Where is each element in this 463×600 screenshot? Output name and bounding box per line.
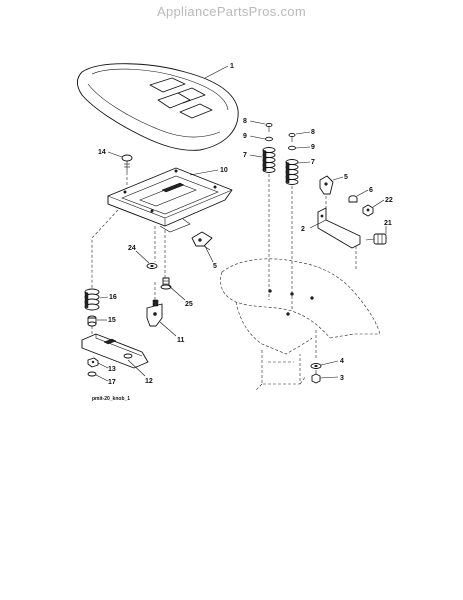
callout-9-left: 9: [243, 133, 247, 140]
callout-11: 11: [177, 337, 185, 344]
callout-12: 12: [145, 378, 153, 385]
washer-24[interactable]: [146, 263, 158, 269]
bolt-8-left[interactable]: [265, 122, 273, 132]
spring-16[interactable]: [84, 288, 100, 311]
washer-6[interactable]: [348, 195, 358, 203]
callout-10: 10: [220, 167, 228, 174]
callout-7-right: 7: [311, 159, 315, 166]
callout-13: 13: [108, 366, 116, 373]
screw-14[interactable]: [121, 154, 133, 172]
site-watermark: AppliancePartsPros.com: [157, 4, 306, 19]
callout-16: 16: [109, 294, 117, 301]
bolt-8-right[interactable]: [288, 132, 296, 142]
callout-2: 2: [301, 226, 305, 233]
washer-17[interactable]: [87, 371, 97, 377]
callout-15: 15: [108, 317, 116, 324]
callout-6: 6: [369, 187, 373, 194]
seat-pan-10[interactable]: [107, 167, 233, 233]
callout-4: 4: [340, 358, 344, 365]
callout-7-left: 7: [243, 152, 247, 159]
callout-21: 21: [384, 220, 392, 227]
callout-5-top: 5: [344, 174, 348, 181]
latch-5-top[interactable]: [319, 175, 334, 195]
nut-22[interactable]: [362, 204, 374, 217]
nut-13[interactable]: [87, 357, 99, 368]
callout-8-right: 8: [311, 129, 315, 136]
callout-14: 14: [98, 149, 106, 156]
callout-9-right: 9: [311, 144, 315, 151]
washer-9-right[interactable]: [288, 145, 296, 151]
callout-1: 1: [230, 63, 234, 70]
bolt-3[interactable]: [311, 370, 321, 384]
spring-7-left[interactable]: [262, 147, 276, 173]
spacer-15[interactable]: [87, 315, 97, 327]
callout-24: 24: [128, 245, 136, 252]
fender-phantom: [220, 258, 381, 391]
callout-5-mid: 5: [213, 263, 217, 270]
callout-25: 25: [185, 301, 193, 308]
seat[interactable]: [77, 63, 239, 151]
bushing-25[interactable]: [160, 277, 172, 290]
washer-9-left[interactable]: [265, 136, 273, 142]
diagram-caption: pmit-20_knob_1: [92, 396, 130, 402]
callout-3: 3: [340, 375, 344, 382]
plate-12[interactable]: [81, 333, 149, 369]
latch-5-mid[interactable]: [191, 231, 213, 251]
knob-21[interactable]: [365, 233, 387, 245]
callout-17: 17: [108, 379, 116, 386]
callout-22: 22: [385, 197, 393, 204]
callout-8-left: 8: [243, 118, 247, 125]
washer-4[interactable]: [310, 363, 322, 369]
bracket-11[interactable]: [146, 299, 163, 327]
bracket-2[interactable]: [317, 207, 361, 249]
spring-7-right[interactable]: [285, 159, 299, 185]
